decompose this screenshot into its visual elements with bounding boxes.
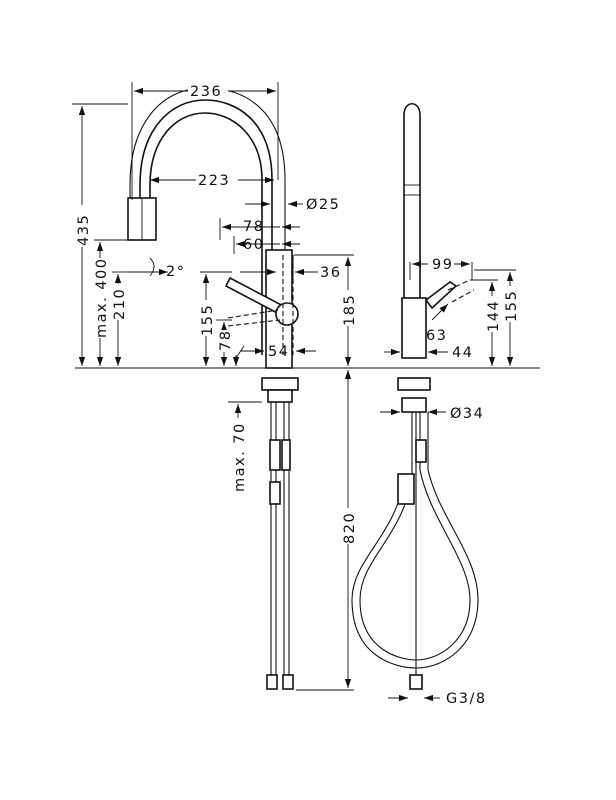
base-flange xyxy=(261,377,299,391)
lever-alt-position xyxy=(227,309,281,327)
dim-210: 210 xyxy=(112,288,128,320)
dim-144: 144 xyxy=(486,300,502,332)
supply-hoses xyxy=(270,402,290,680)
hose-weight xyxy=(269,481,281,505)
dim-63: 63 xyxy=(426,328,447,344)
dim-2deg: 2° xyxy=(166,264,185,280)
dim-36: 36 xyxy=(320,265,341,281)
dim-d25: Ø25 xyxy=(306,197,340,213)
front-dimensions: 236 223 Ø25 78 60 36 435 max. 400 xyxy=(72,82,358,691)
front-view xyxy=(75,87,540,690)
dim-78a: 78 xyxy=(243,219,264,235)
dim-155a: 155 xyxy=(200,304,216,336)
side-dimensions: 99 144 155 63 44 Ø34 G3/8 xyxy=(380,255,520,707)
side-base xyxy=(397,377,431,391)
dim-max400: max. 400 xyxy=(94,258,110,339)
hose-connector-2 xyxy=(281,439,291,471)
dim-435: 435 xyxy=(76,214,92,246)
side-view xyxy=(351,102,479,690)
side-handle xyxy=(424,281,458,310)
pull-down-hose xyxy=(359,412,471,661)
side-body xyxy=(401,297,427,359)
side-nut xyxy=(401,397,427,413)
dim-44: 44 xyxy=(452,345,473,361)
hose-weight-side xyxy=(397,473,415,505)
dim-236: 236 xyxy=(190,84,222,100)
lever-hub xyxy=(275,302,299,326)
dim-185: 185 xyxy=(342,294,358,326)
dim-g38: G3/8 xyxy=(446,691,487,707)
dim-99: 99 xyxy=(432,257,453,273)
dim-78b: 78 xyxy=(218,330,234,351)
mount-nut xyxy=(267,389,293,403)
dim-max70: max. 70 xyxy=(232,422,248,492)
dim-223: 223 xyxy=(198,173,230,189)
hose-end-right xyxy=(282,674,294,690)
side-connector xyxy=(415,439,427,463)
dim-54: 54 xyxy=(268,344,289,360)
dim-d34: Ø34 xyxy=(450,406,484,422)
hose-end-left xyxy=(266,674,278,690)
spout-pipe xyxy=(139,99,273,355)
dim-60: 60 xyxy=(243,237,264,253)
side-hose-end xyxy=(409,674,423,690)
side-spout xyxy=(403,102,421,301)
side-handle-alt xyxy=(447,279,475,303)
dim-820: 820 xyxy=(342,512,358,544)
dim-155b: 155 xyxy=(504,290,520,322)
hose-connector-1 xyxy=(269,439,281,471)
